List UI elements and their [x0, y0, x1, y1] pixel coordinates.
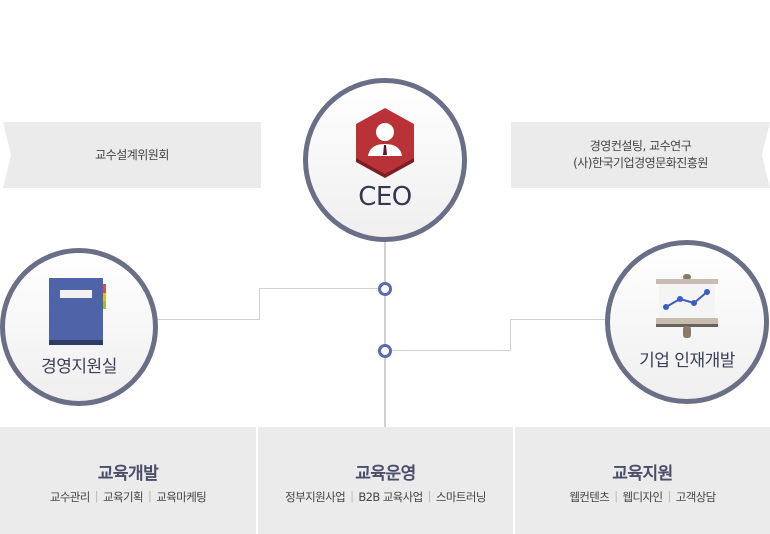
division-title: 교육지원 [612, 464, 673, 484]
division-item: 교육기획 [103, 490, 144, 504]
ceo-label: CEO [358, 182, 412, 212]
connector-left-b [259, 288, 260, 320]
connector-right-a [385, 350, 511, 351]
division-item: 웹컨텐츠 [569, 490, 610, 504]
division-item: 웹디자인 [622, 490, 664, 504]
ceo-node[interactable]: CEO [303, 78, 467, 242]
division-item: 교육마케팅 [156, 490, 207, 504]
division-item: 교수관리 [49, 490, 91, 504]
banner-text: 교수설계위원회 [95, 147, 169, 162]
banner-text: 경영컨설팅, 교수연구 [589, 139, 692, 153]
division-item: B2B 교육사업 [358, 490, 423, 504]
division-education-operation[interactable]: 교육운영 정부지원사업| B2B 교육사업| 스마트러닝 [258, 427, 513, 534]
connector-right-b [510, 319, 511, 351]
corporate-talent-label: 기업 인재개발 [639, 350, 735, 371]
junction-dot [378, 282, 392, 296]
corporate-talent-node[interactable]: 기업 인재개발 [605, 240, 769, 404]
person-icon [356, 108, 414, 178]
banner-professor-committee: 교수설계위원회 [3, 122, 261, 188]
banner-text: (사)한국기업경영문화진흥원 [573, 156, 708, 170]
management-support-label: 경영지원실 [41, 356, 117, 377]
division-item: 스마트러닝 [435, 490, 487, 504]
division-item: 정부지원사업 [285, 490, 346, 504]
book-icon [49, 277, 106, 346]
connector-right-c [510, 319, 608, 320]
division-education-development[interactable]: 교육개발 교수관리| 교육기획| 교육마케팅 [0, 427, 256, 534]
junction-dot [378, 344, 392, 358]
connector-left-c [259, 288, 385, 289]
division-title: 교육운영 [355, 464, 416, 484]
division-item: 고객상담 [675, 490, 717, 504]
division-title: 교육개발 [97, 464, 159, 484]
banner-consulting: 경영컨설팅, 교수연구 (사)한국기업경영문화진흥원 [511, 122, 770, 188]
connector-left-a [156, 319, 260, 320]
chart-board-icon [656, 273, 718, 338]
connector-vertical [384, 240, 386, 428]
management-support-node[interactable]: 경영지원실 [0, 248, 158, 406]
division-education-support[interactable]: 교육지원 웹컨텐츠| 웹디자인| 고객상담 [515, 427, 770, 534]
